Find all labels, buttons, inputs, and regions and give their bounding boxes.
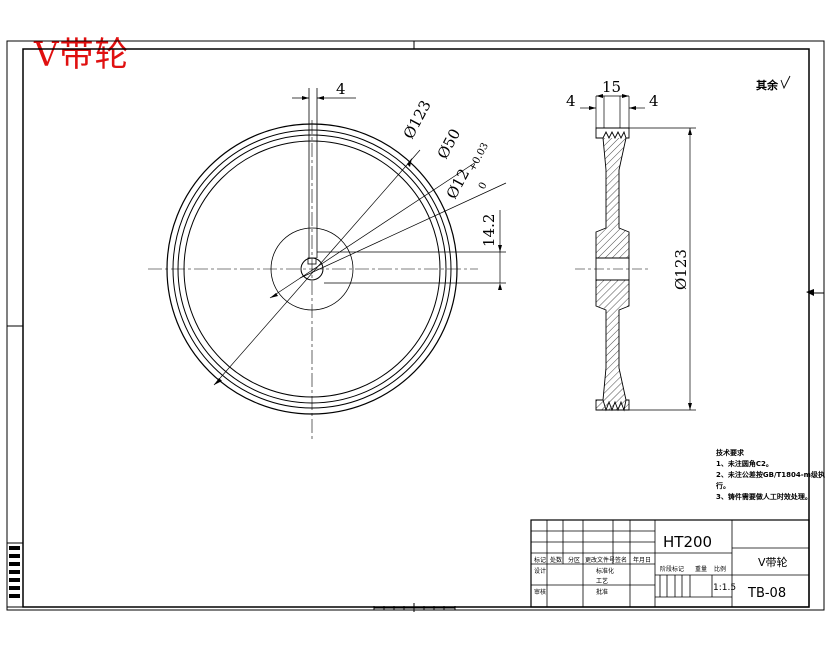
dim-bore-tolerance: +0.03	[467, 141, 491, 173]
roughness-symbol	[780, 75, 791, 90]
title-block	[530, 519, 810, 608]
front-view	[148, 88, 507, 440]
tb-label-review: 审核	[534, 588, 546, 596]
binding-margin-block	[6, 542, 24, 608]
tb-label-std: 标准化	[596, 567, 614, 575]
dim-outer-diameter: Ø123	[400, 97, 435, 142]
technical-notes: 技术要求 1、未注圆角C2。 2、未注公差按GB/T1804-m级执行。 3、铸…	[716, 448, 830, 503]
orientation-arrow	[806, 289, 814, 296]
dim-bore-diameter: Ø12	[443, 166, 474, 202]
drawing-title: V带轮	[34, 35, 130, 75]
dim-side-mid: 15	[602, 78, 621, 96]
note-item-1: 1、未注圆角C2。	[716, 460, 773, 468]
notes-heading: 技术要求	[716, 449, 744, 457]
note-item-2: 2、未注公差按GB/T1804-m级执行。	[716, 471, 825, 490]
tb-label-count: 处数	[550, 556, 562, 564]
tb-label-doc: 更改文件号	[585, 556, 615, 564]
tb-label-craft: 工艺	[596, 577, 608, 585]
dim-side-diameter: Ø123	[672, 249, 690, 290]
tb-label-weight: 重量	[695, 565, 707, 573]
tb-part-name: V带轮	[758, 555, 788, 569]
tb-scale-value: 1:1.5	[713, 583, 736, 593]
dim-top-width: 4	[336, 80, 346, 98]
dim-keyway: 14.2	[480, 214, 498, 247]
tb-drawing-no: TB-08	[747, 586, 786, 601]
tb-material: HT200	[663, 533, 712, 551]
tb-label-sign: 签名	[615, 556, 627, 564]
dim-side-right: 4	[649, 92, 659, 110]
side-section-view	[575, 94, 696, 412]
dim-bore-tolerance-low: 0	[477, 181, 490, 192]
tb-label-approve: 批准	[596, 588, 608, 596]
dim-hub-diameter: Ø50	[434, 126, 465, 162]
tb-label-zone: 分区	[568, 556, 580, 564]
inner-frame	[22, 48, 810, 608]
dim-side-left: 4	[566, 92, 576, 110]
tb-label-design: 设计	[534, 567, 546, 575]
scale-ruler	[373, 606, 456, 610]
tb-label-scale: 比例	[714, 565, 726, 573]
tb-label-date: 年月日	[633, 556, 651, 564]
tb-label-mark: 标记	[534, 556, 546, 564]
note-item-3: 3、铸件需要做人工时效处理。	[716, 493, 812, 501]
tb-label-stage: 阶段标记	[660, 565, 684, 573]
surface-note: 其余	[756, 78, 779, 92]
